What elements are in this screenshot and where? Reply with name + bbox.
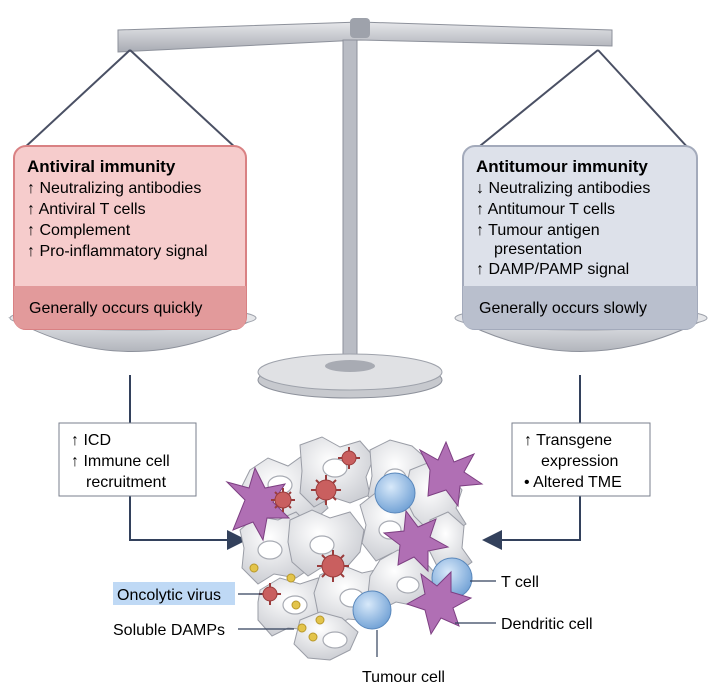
dendritic-cell-label: Dendritic cell xyxy=(501,616,593,633)
antitumour-footer: Generally occurs slowly xyxy=(479,300,647,317)
antitumour-line: ↑ DAMP/PAMP signal xyxy=(476,261,629,278)
antiviral-title: Antiviral immunity xyxy=(27,157,176,176)
t-cell-label: T cell xyxy=(501,574,539,591)
antiviral-footer: Generally occurs quickly xyxy=(29,300,202,317)
antiviral-line: ↑ Neutralizing antibodies xyxy=(27,180,201,197)
damp-particle-icon xyxy=(249,563,325,642)
oncolytic-virus-label: Oncolytic virus xyxy=(117,587,221,604)
tumour-cell-label: Tumour cell xyxy=(362,669,445,686)
right-effect-line: ↑ Transgene xyxy=(524,432,612,449)
antiviral-panel: Antiviral immunity ↑ Neutralizing antibo… xyxy=(13,145,247,330)
antitumour-line: presentation xyxy=(494,241,582,258)
antiviral-line: ↑ Complement xyxy=(27,222,131,239)
oncolytic-virus-highlight xyxy=(113,582,235,605)
antitumour-line: ↑ Tumour antigen xyxy=(476,222,600,239)
right-effect-line: expression xyxy=(541,453,618,470)
antitumour-line: ↓ Neutralizing antibodies xyxy=(476,180,650,197)
right-effect-line: • Altered TME xyxy=(524,474,622,491)
right-effects-box: ↑ Transgene expression • Altered TME xyxy=(511,422,651,497)
antitumour-line: ↑ Antitumour T cells xyxy=(476,201,615,218)
antitumour-title: Antitumour immunity xyxy=(476,157,648,176)
label-leaders xyxy=(238,580,496,657)
antiviral-line: ↑ Antiviral T cells xyxy=(27,201,146,218)
left-effect-line: ↑ Immune cell xyxy=(71,453,170,470)
tumour-cluster xyxy=(225,436,484,661)
antitumour-panel: Antitumour immunity ↓ Neutralizing antib… xyxy=(462,145,698,330)
dendritic-cell-icon xyxy=(225,440,484,636)
left-effect-line: recruitment xyxy=(86,474,167,491)
left-effects-box: ↑ ICD ↑ Immune cell recruitment xyxy=(58,422,197,497)
soluble-damps-label: Soluble DAMPs xyxy=(113,622,225,639)
left-effect-line: ↑ ICD xyxy=(71,432,111,449)
antiviral-line: ↑ Pro-inflammatory signal xyxy=(27,243,208,260)
virus-icon xyxy=(259,447,360,605)
